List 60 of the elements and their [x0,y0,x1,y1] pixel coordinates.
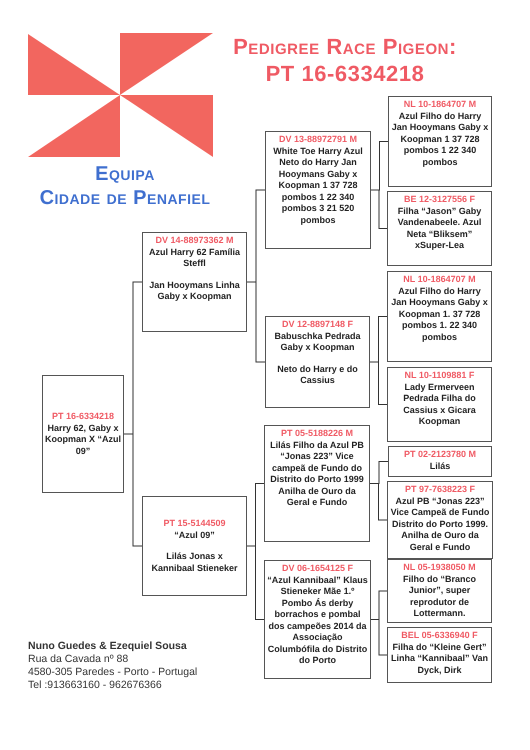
pedigree-box [387,191,492,266]
pigeon-description: Lady Ermerveen Pedrada Filha do Cassius x Gicara Koopman [402,382,477,428]
pedigree-box [387,627,492,683]
pigeon-description: Lilás Jonas x Kannibaal Stieneker [150,551,239,574]
pigeon-description: Lilás Filho da Azul PB “Jonas 223” Vice campeã de Fundo do Distrito do Porto 1999 Anilha de Ouro da Geral e Fundo [269,440,365,508]
pedigree-box [42,375,124,493]
pigeon-description: Filha do “Kleine Gert” Linha “Kannibaal” Van Dyck, Dirk [390,642,489,676]
pigeon-description: Azul PB “Jonas 223” Vice Campeã de Fundo Distrito do Porto 1999. Anilha de Ouro da Geral e Fundo [390,496,490,553]
ring-number: DV 13-88972791 M [278,134,358,146]
ring-number: NL 10-1864707 M [403,274,476,286]
ring-number: PT 05-5188226 M [280,428,354,440]
ring-number: NL 05-1938050 M [403,562,476,574]
address-line: Tel :913663160 - 962676366 [28,679,162,692]
ring-number: DV 06-1654125 F [282,563,354,574]
ring-number: NL 10-1864707 M [404,99,476,110]
bracket-connector [370,619,388,656]
bracket-connector [246,282,266,362]
pigeon-description: Harry 62, Gaby x Koopman X “Azul 09” [45,422,121,457]
ring-number: PT 15-5144509 [163,518,226,530]
bracket-connector [370,190,388,229]
pigeon-description: White Toe Harry Azul Neto do Harry Jan Hooymans Gaby x Koopman 1 37 728 pombos 1 22 340 pombos 3 21 520 pombos [272,146,364,226]
team-name: Equipa [94,162,156,186]
pigeon-description: Azul Filho do Harry Jan Hooymans Gaby x Koopman 1. 37 728 pombos 1. 22 340 pombos [390,286,489,343]
title: Pedigree Race Pigeon: PT 16-6334218 [232,33,458,87]
pedigree-box [142,232,247,332]
pigeon-description: Filho do “Branco Junior”, super reprodutor de Lottermann. [402,574,477,620]
pigeon-description: Azul Harry 62 Família Steffl [148,246,242,270]
pigeon-description: Lilás [430,460,450,472]
pedigree-box [387,559,492,623]
pedigree-box [388,446,492,477]
pedigree-box [388,96,492,187]
ring-number: BEL 05-6336940 F [401,630,478,642]
pigeon-description: “Azul Kannibaal” Klaus Stieneker Mãe 1.º Pombo Ás derby borrachos e pombal dos campeões 2014 da Associação Columbófila do Distrito do Porto [267,574,368,666]
owner-name: Nuno Guedes & Ezequiel Sousa [28,640,187,653]
pedigree-box [264,425,370,542]
ring-number: PT 16-6334218 [52,411,114,422]
ring-number: PT 02-2123780 M [404,449,476,460]
pigeon-description: Azul Filho do Harry Jan Hooymans Gaby x Koopman 1 37 728 pombos 1 22 340 pombos [391,110,489,168]
ring-number: DV 12-8897148 F [282,319,354,330]
address-line: 4580-305 Paredes - Porto - Portugal [28,666,198,679]
pedigree-box [387,367,492,442]
bracket-connector [370,483,388,520]
ring-number: NL 10-1109881 F [404,370,474,382]
ring-number: PT 97-7638223 F [404,484,476,496]
pedigree-box [142,496,247,596]
pedigree-box [387,271,492,362]
ring-number: DV 14-88973362 M [155,235,234,246]
pedigree-box [264,560,371,679]
pigeon-description: “Azul 09” [174,530,215,541]
pigeon-description: Neto do Harry e do Cassius [276,364,359,386]
ring-number: BE 12-3127556 F [404,194,476,206]
pigeon-description: Babuschka Pedrada Gaby x Koopman [273,330,362,354]
pedigree-box [265,316,370,408]
team-name: Cidade de Penafiel [38,186,212,210]
pigeon-description: Filha “Jason” Gaby Vandenabeele. Azul Neta “Bliksem” xSuper-Lea [396,206,482,252]
address-line: Rua da Cavada nº 88 [28,653,128,666]
pigeon-description: Jan Hooymans Linha Gaby x Koopman [148,280,241,302]
pedigree-box [265,131,371,249]
bracket-connector [124,434,142,546]
pedigree-box [387,481,493,559]
